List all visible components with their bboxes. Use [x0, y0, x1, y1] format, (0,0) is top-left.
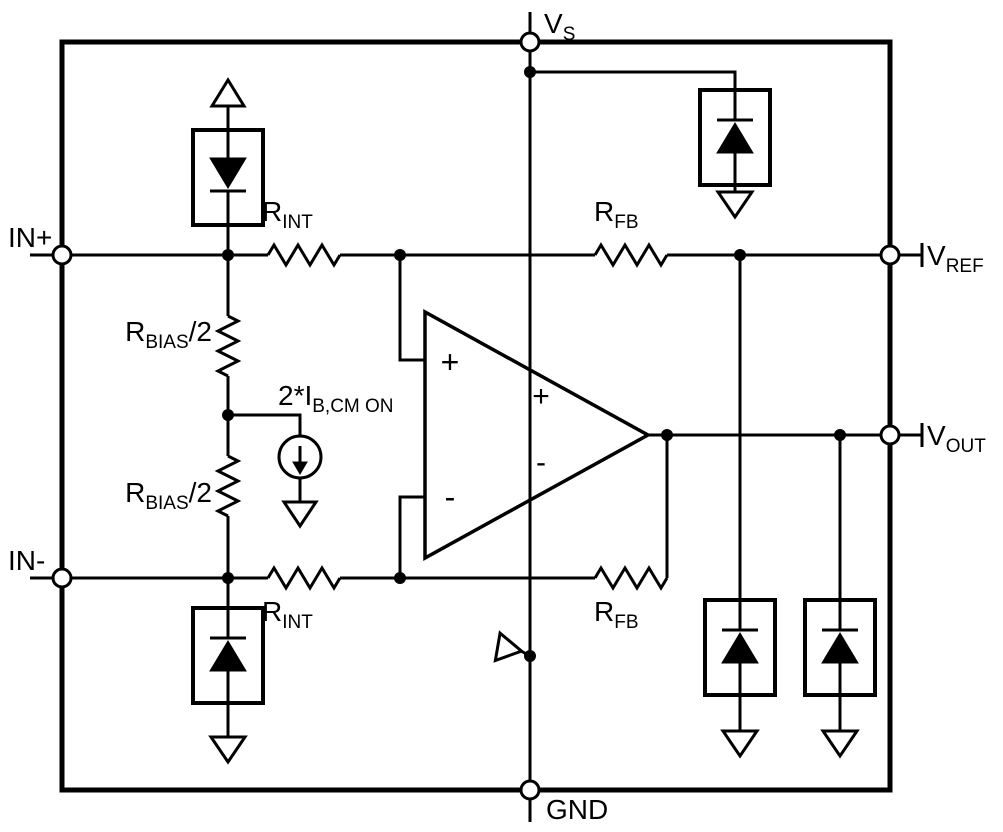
pin-terminals: [51, 31, 901, 801]
ground-arrow-icon: [208, 735, 248, 765]
ground-arrow-icon: [281, 500, 319, 529]
vout-label: VOUT: [927, 420, 986, 457]
vs-pin: [519, 31, 541, 53]
vout-pin: [879, 424, 901, 446]
rfb-bottom-resistor: [593, 565, 669, 591]
ground-flag: [493, 630, 531, 663]
junction-dot: [394, 249, 406, 261]
ground-arrow-icon: [715, 190, 755, 220]
bias-current-label: 2*IB,CM ON: [278, 380, 394, 417]
in-minus-label: IN-: [8, 545, 45, 576]
opamp-supply-minus-symbol: -: [536, 446, 546, 479]
in-minus-pin: [51, 567, 73, 589]
diode-down-icon: [209, 157, 247, 189]
rfb-top-resistor: [593, 242, 669, 268]
gnd-pin: [519, 779, 541, 801]
rfb-bottom-label: RFB: [594, 596, 639, 633]
vref-label: VREF: [927, 240, 984, 277]
bias-current-source: [277, 434, 323, 529]
opamp-supply-plus-symbol: +: [532, 380, 550, 413]
junction-dot: [524, 66, 536, 78]
esd-cell-vref: [703, 598, 777, 759]
junction-dot: [661, 429, 673, 441]
rbias-bottom-resistor: [214, 454, 242, 518]
rint-bottom-label: RINT: [262, 596, 313, 633]
esd-cell-top-right: [698, 88, 772, 220]
esd-cell-vout: [803, 598, 877, 759]
current-arrow-head-icon: [292, 461, 308, 475]
resistors: [214, 242, 669, 591]
opamp-plus-lead: [398, 255, 425, 362]
ground-arrow-icon: [720, 729, 760, 759]
vs-label: VS: [544, 8, 575, 45]
opamp-triangle: [423, 309, 652, 561]
junction-dots: [222, 66, 846, 662]
junction-dot: [222, 409, 234, 421]
vs-esd-branch: [530, 70, 737, 90]
current-source-top-lead: [228, 413, 302, 436]
junction-dot: [524, 650, 536, 662]
rbias-bottom-label: RBIAS/2: [125, 477, 212, 514]
vref-pin: [879, 244, 901, 266]
junction-dot: [222, 249, 234, 261]
rfb-top-label: RFB: [594, 196, 639, 233]
rint-top-resistor: [266, 242, 342, 268]
ic-boundary: [59, 39, 893, 793]
esd-cell-top-left: [191, 77, 265, 227]
ground-flag-icon: [493, 630, 525, 663]
gnd-label: GND: [546, 794, 608, 825]
esd-cell-bottom-left: [191, 606, 265, 765]
ground-arrow-icon: [820, 729, 860, 759]
junction-dot: [834, 429, 846, 441]
opamp-minus-lead: [398, 495, 425, 578]
rint-top-label: RINT: [262, 196, 313, 233]
junction-dot: [222, 572, 234, 584]
rint-bottom-resistor: [266, 565, 342, 591]
junction-dot: [734, 249, 746, 261]
rail-arrow-up-icon: [209, 77, 247, 108]
in-plus-label: IN+: [8, 222, 52, 253]
rbias-top-label: RBIAS/2: [125, 316, 212, 353]
opamp-plus-input-symbol: +: [441, 344, 460, 380]
opamp-minus-input-symbol: -: [445, 479, 456, 515]
in-plus-pin: [51, 244, 73, 266]
rbias-top-resistor: [214, 314, 242, 378]
junction-dot: [394, 572, 406, 584]
